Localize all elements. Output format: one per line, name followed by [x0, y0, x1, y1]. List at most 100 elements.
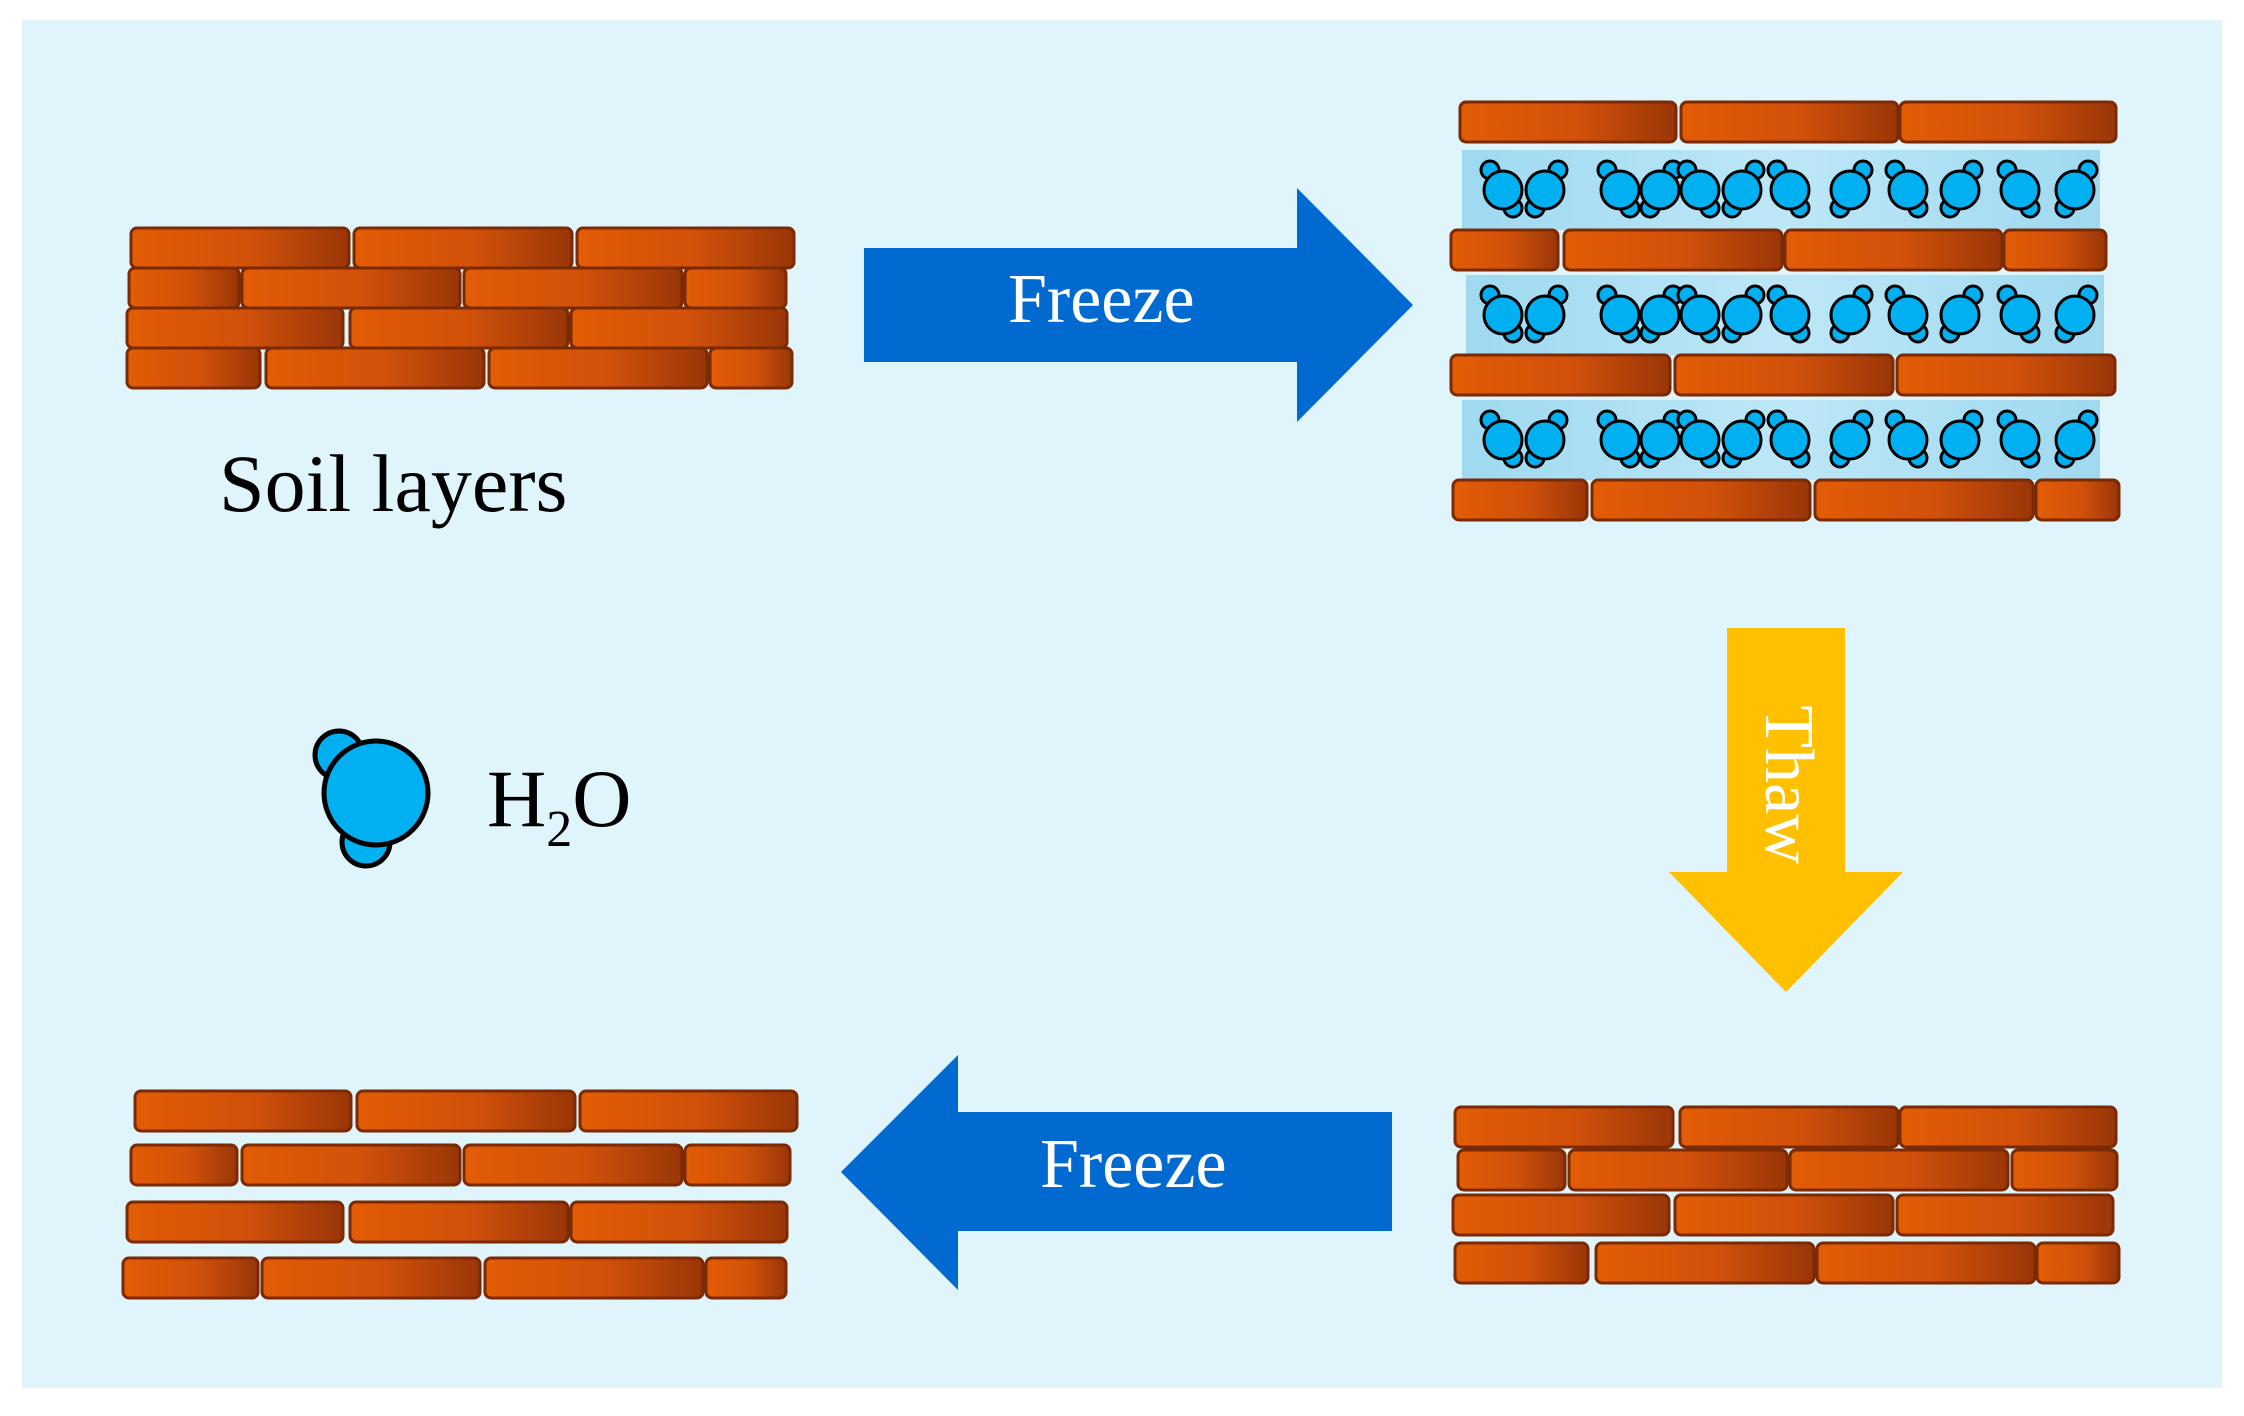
water-molecule [1829, 284, 1874, 344]
water-molecule [1996, 409, 2041, 469]
soil-brick [260, 1256, 482, 1300]
soil-brick [1453, 1105, 1675, 1149]
water-molecule [1884, 159, 1929, 219]
thaw-arrow-down [1669, 628, 1903, 992]
water-molecule [1639, 159, 1684, 219]
water-molecule [1524, 409, 1569, 469]
soil-brick [129, 1143, 239, 1187]
water-molecules [1479, 159, 2099, 469]
soil-brick [1562, 228, 1784, 272]
soil-brick [462, 1143, 684, 1187]
soil-brick [355, 1089, 577, 1133]
h2o-h: H [487, 753, 547, 844]
soil-brick [575, 226, 796, 270]
soil-brick [125, 346, 262, 390]
water-molecule [1884, 409, 1929, 469]
water-molecule [2054, 409, 2099, 469]
water-molecule [1596, 409, 1641, 469]
soil-brick [569, 306, 789, 350]
soil-brick [2035, 1241, 2121, 1285]
soil-brick [1458, 100, 1678, 144]
soil-brick [125, 306, 345, 350]
soil-brick [2010, 1148, 2119, 1192]
soil-brick [2002, 228, 2108, 272]
water-molecule [1721, 284, 1766, 344]
soil-brick [578, 1089, 799, 1133]
soil-brick [683, 266, 788, 310]
soil-brick [569, 1200, 789, 1244]
soil-brick [1567, 1148, 1789, 1192]
soil-brick [1449, 228, 1560, 272]
soil-brick [133, 1089, 353, 1133]
soil-brick [1451, 1193, 1671, 1237]
soil-brick [1679, 100, 1900, 144]
water-molecule [1939, 409, 1984, 469]
water-molecule [1721, 159, 1766, 219]
water-molecule [1639, 284, 1684, 344]
soil-brick [352, 226, 574, 270]
freeze-arrow-right [864, 188, 1413, 422]
water-molecule [1829, 409, 1874, 469]
soil-brick [1673, 1193, 1895, 1237]
soil-bricks [121, 100, 2121, 1300]
soil-brick [1783, 228, 2004, 272]
water-molecule [1884, 284, 1929, 344]
freeze-top-label: Freeze [1008, 261, 1195, 338]
water-molecule-legend-icon [312, 728, 431, 869]
water-molecule [1639, 409, 1684, 469]
soil-brick [1451, 478, 1589, 522]
soil-brick [348, 306, 570, 350]
water-molecule [1939, 284, 1984, 344]
soil-brick [1895, 353, 2117, 397]
water-molecule [1479, 409, 1524, 469]
soil-brick [240, 266, 462, 310]
soil-brick [708, 346, 794, 390]
soil-brick [348, 1200, 570, 1244]
water-molecule [1479, 159, 1524, 219]
water-molecule [1939, 159, 1984, 219]
soil-brick [240, 1143, 462, 1187]
h2o-subscript: 2 [546, 801, 573, 858]
water-molecule [1479, 284, 1524, 344]
water-molecule [1676, 409, 1721, 469]
soil-brick [683, 1143, 792, 1187]
freeze-bottom-label: Freeze [1040, 1126, 1227, 1203]
soil-brick [1453, 1241, 1590, 1285]
soil-brick [264, 346, 486, 390]
water-molecule [1524, 284, 1569, 344]
soil-brick [1673, 353, 1895, 397]
soil-brick [1815, 1241, 2037, 1285]
h2o-label: H2O [487, 758, 631, 856]
water-molecule [1766, 159, 1811, 219]
soil-brick [1456, 1148, 1567, 1192]
water-molecule [1766, 284, 1811, 344]
water-molecule [1596, 284, 1641, 344]
soil-brick [1895, 1193, 2115, 1237]
water-molecule [1766, 409, 1811, 469]
soil-brick [704, 1256, 788, 1300]
water-molecule [2054, 284, 2099, 344]
water-molecule [1721, 409, 1766, 469]
soil-layers-label: Soil layers [219, 438, 568, 529]
soil-brick [129, 226, 351, 270]
water-molecule [1996, 284, 2041, 344]
soil-brick [1449, 353, 1672, 397]
soil-brick [1788, 1148, 2010, 1192]
water-molecule [2054, 159, 2099, 219]
soil-brick [483, 1256, 705, 1300]
soil-brick [127, 266, 241, 310]
soil-brick [1898, 100, 2118, 144]
soil-brick [121, 1256, 260, 1300]
soil-brick [1898, 1105, 2118, 1149]
water-molecule [1996, 159, 2041, 219]
soil-brick [487, 346, 709, 390]
h2o-o: O [572, 753, 632, 844]
soil-brick [1678, 1105, 1900, 1149]
soil-brick [2034, 478, 2121, 522]
soil-brick [1813, 478, 2035, 522]
soil-brick [1590, 478, 1812, 522]
water-molecule [1676, 284, 1721, 344]
water-molecule [1524, 159, 1569, 219]
soil-brick [462, 266, 684, 310]
